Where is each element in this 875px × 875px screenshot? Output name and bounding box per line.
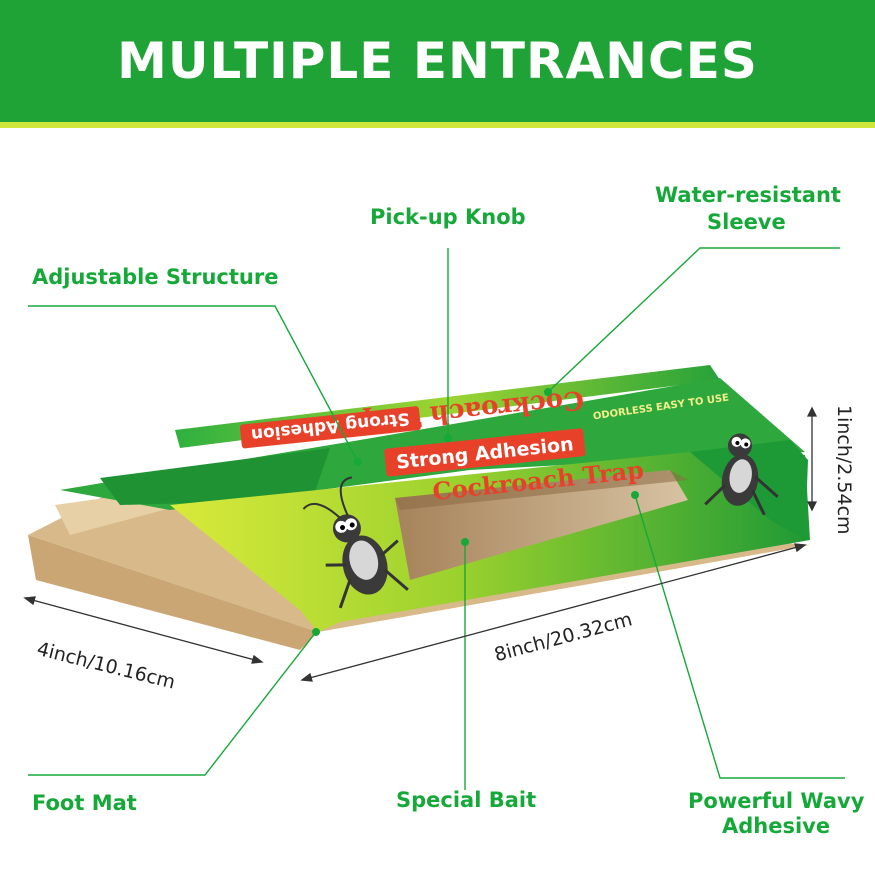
callout-water-resistant-line1: Water-resistant bbox=[655, 183, 841, 207]
callout-pickup-knob: Pick-up Knob bbox=[370, 205, 526, 229]
callout-special-bait: Special Bait bbox=[396, 788, 537, 812]
dimension-height: 1inch/2.54cm bbox=[833, 405, 855, 535]
callout-adjustable-structure: Adjustable Structure bbox=[32, 265, 279, 289]
cockroach-icon-right bbox=[704, 433, 779, 516]
callout-water-resistant-line2: Sleeve bbox=[707, 210, 786, 234]
callout-powerful-line1: Powerful Wavy bbox=[688, 789, 865, 813]
callout-powerful-line2: Adhesive bbox=[722, 814, 831, 838]
cockroach-icon-left bbox=[302, 476, 409, 609]
adhesion-badge bbox=[384, 428, 586, 477]
callout-foot-mat: Foot Mat bbox=[32, 791, 137, 815]
leader-lines bbox=[28, 247, 845, 790]
page-title: MULTIPLE ENTRANCES bbox=[117, 32, 758, 90]
title-banner: MULTIPLE ENTRANCES bbox=[0, 0, 875, 128]
dimension-arrows bbox=[23, 406, 818, 682]
